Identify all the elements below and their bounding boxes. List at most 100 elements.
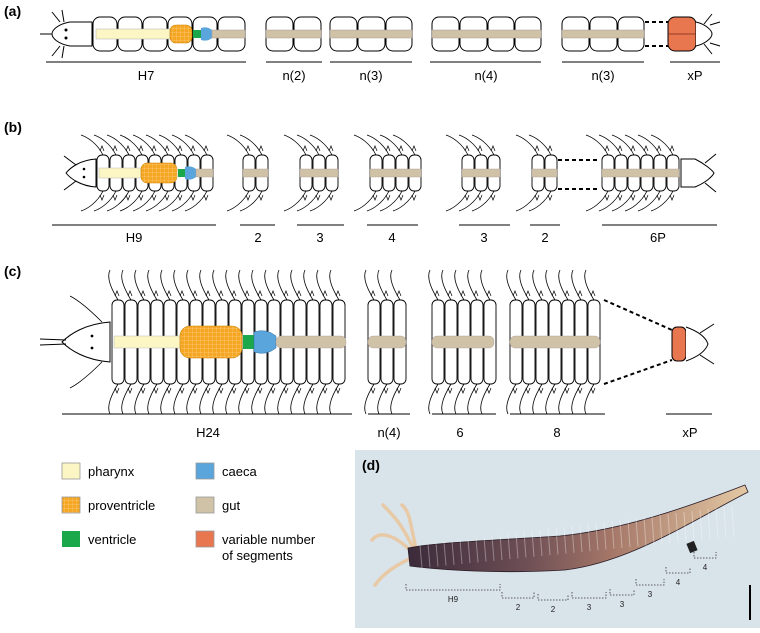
worm-segment-line bbox=[475, 537, 479, 563]
chaeta-c bbox=[316, 383, 327, 415]
chaeta-c bbox=[238, 383, 249, 415]
chaeta-tip-c bbox=[551, 290, 557, 394]
chaeta-b bbox=[471, 134, 495, 156]
chaeta-c bbox=[364, 383, 375, 415]
worm-segment-line bbox=[707, 508, 711, 540]
chaeta-b bbox=[515, 134, 539, 156]
dashed-connector-b bbox=[558, 159, 600, 190]
worm-segment-line bbox=[443, 541, 447, 566]
chaeta-b bbox=[93, 190, 117, 212]
chaeta-c bbox=[173, 269, 184, 301]
chaeta-tip-b bbox=[372, 145, 378, 201]
chaeta-tip-c bbox=[114, 290, 120, 394]
chaeta-tip-b bbox=[125, 145, 131, 201]
worm-segment-line bbox=[555, 527, 559, 555]
chaeta-c bbox=[571, 269, 582, 301]
proventricle-b bbox=[140, 162, 178, 184]
chaeta-c bbox=[329, 383, 340, 415]
chaeta-c bbox=[467, 269, 478, 301]
chaeta-b bbox=[171, 190, 195, 212]
chaeta-b bbox=[366, 134, 390, 156]
chaeta-c bbox=[147, 383, 158, 415]
chaeta-b bbox=[132, 190, 156, 212]
worm-segment-line bbox=[619, 519, 623, 549]
chaeta-c bbox=[377, 269, 388, 301]
chaeta-b bbox=[171, 134, 195, 156]
chaeta-c bbox=[186, 269, 197, 301]
chaeta-c bbox=[212, 383, 223, 415]
worm-segment-line bbox=[731, 505, 735, 537]
panel-b-label-7: 6P bbox=[650, 230, 666, 245]
chaeta-b bbox=[585, 134, 609, 156]
gut-a bbox=[211, 29, 246, 39]
worm-segment-line bbox=[507, 533, 511, 560]
legend-swatch-pharynx bbox=[61, 462, 81, 480]
legend-label-variable-line-1: variable number bbox=[222, 532, 316, 547]
gut-b bbox=[242, 168, 269, 178]
chaeta-b bbox=[624, 134, 648, 156]
gut-a bbox=[329, 29, 413, 39]
chaeta-c bbox=[290, 269, 301, 301]
chaeta-b bbox=[119, 134, 143, 156]
head-c-chaetae bbox=[69, 295, 103, 389]
worm-segment-line bbox=[603, 521, 607, 550]
photo-bracket bbox=[537, 594, 569, 601]
chaeta-c bbox=[108, 383, 119, 415]
pharynx-a bbox=[95, 28, 171, 40]
chaeta-tip-b bbox=[328, 145, 334, 201]
panel-a-body bbox=[40, 9, 721, 59]
worm-segment-line bbox=[659, 514, 663, 545]
chaeta-tip-b bbox=[302, 145, 308, 201]
worm-segment-line bbox=[427, 543, 431, 568]
chaeta-c bbox=[428, 269, 439, 301]
chaeta-c bbox=[147, 269, 158, 301]
chaeta-tip-c bbox=[296, 290, 302, 394]
chaeta-b bbox=[145, 190, 169, 212]
chaeta-tip-c bbox=[396, 290, 402, 394]
chaeta-b bbox=[119, 190, 143, 212]
tail-b bbox=[680, 158, 715, 188]
chaeta-c bbox=[225, 383, 236, 415]
chaeta-b bbox=[458, 190, 482, 212]
chaeta-tip-c bbox=[153, 290, 159, 394]
chaeta-b bbox=[598, 134, 622, 156]
tail-a-cirri bbox=[703, 13, 721, 55]
chaeta-b bbox=[80, 190, 104, 212]
chaeta-c bbox=[480, 383, 491, 415]
chaeta-c bbox=[532, 269, 543, 301]
chaeta-b bbox=[283, 190, 307, 212]
gut-a bbox=[561, 29, 645, 39]
chaeta-b bbox=[226, 190, 250, 212]
legend-item-gut: gut bbox=[195, 496, 240, 514]
chaeta-tip-c bbox=[231, 290, 237, 394]
gut-c bbox=[275, 335, 347, 349]
panel-c-label-3: 6 bbox=[456, 425, 463, 440]
ventricle-b bbox=[178, 169, 185, 177]
chaeta-c bbox=[519, 383, 530, 415]
chaeta-b bbox=[528, 134, 552, 156]
worm-segment-line bbox=[435, 542, 439, 567]
chaeta-tip-b bbox=[547, 145, 553, 201]
photo-bracket bbox=[571, 592, 607, 599]
panel-a-label-1: H7 bbox=[138, 68, 155, 83]
chaeta-tip-b bbox=[617, 145, 623, 201]
gut-b bbox=[531, 168, 558, 178]
worm-segment-line bbox=[451, 540, 455, 565]
chaeta-c bbox=[134, 269, 145, 301]
chaeta-tip-c bbox=[512, 290, 518, 394]
legend-label-variable: variable number of segments bbox=[222, 532, 319, 563]
chaeta-b bbox=[379, 134, 403, 156]
photo-bracket-label: 4 bbox=[676, 578, 681, 587]
gut-a bbox=[265, 29, 322, 39]
chaeta-tip-c bbox=[447, 290, 453, 394]
legend-swatch-caeca bbox=[195, 462, 215, 480]
chaeta-tip-c bbox=[322, 290, 328, 394]
photo-bracket bbox=[405, 584, 501, 591]
worm-segment-line bbox=[643, 516, 647, 546]
head-a bbox=[51, 21, 93, 47]
legend-label-proventricle: proventricle bbox=[88, 498, 155, 513]
chaeta-c bbox=[480, 269, 491, 301]
panel-b-body bbox=[63, 134, 717, 212]
chaeta-c bbox=[441, 269, 452, 301]
chaeta-tip-c bbox=[140, 290, 146, 394]
